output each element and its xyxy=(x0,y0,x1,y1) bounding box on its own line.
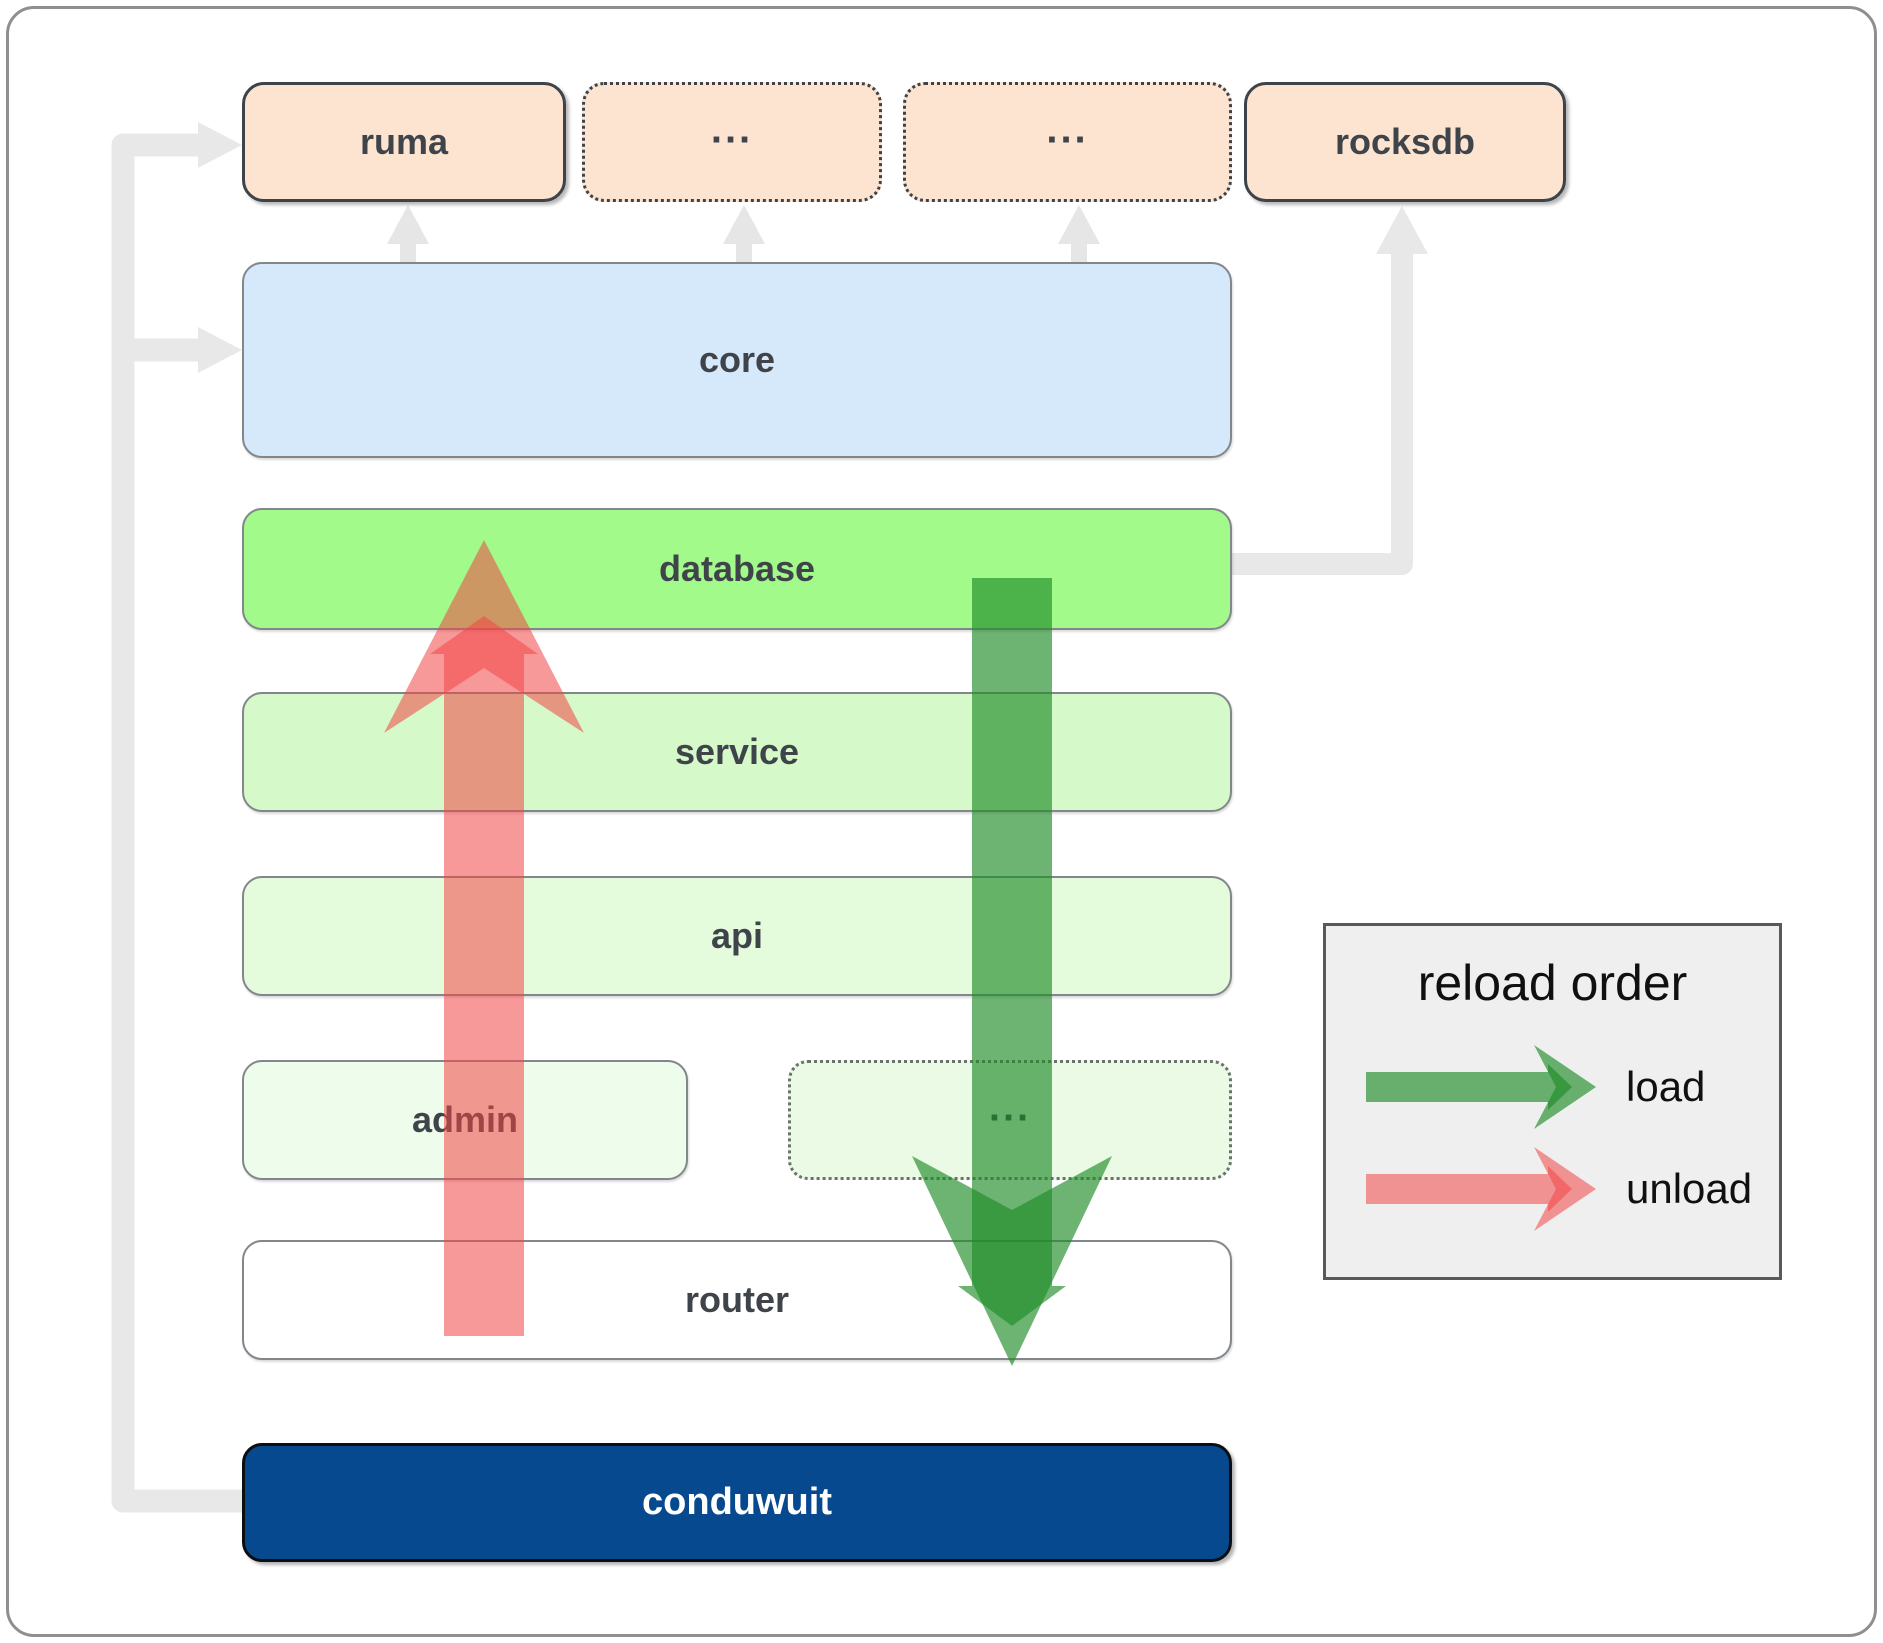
node-rocksdb-label: rocksdb xyxy=(1334,121,1476,162)
unload-arrow-icon xyxy=(1366,1147,1596,1231)
node-ext3: ... xyxy=(788,1060,1232,1180)
load-arrow-icon xyxy=(1366,1045,1596,1129)
node-router: router xyxy=(242,1240,1232,1360)
node-api: api xyxy=(242,876,1232,996)
node-api-label: api xyxy=(710,915,763,956)
core-to-ruma-arrowhead-icon xyxy=(387,205,429,244)
node-ext1: ... xyxy=(582,82,882,202)
legend-unload-label: unload xyxy=(1626,1165,1753,1212)
node-rocksdb: rocksdb xyxy=(1244,82,1566,202)
node-router-label: router xyxy=(684,1279,789,1320)
node-admin-label: admin xyxy=(411,1099,518,1140)
arrowhead-into-ruma-icon xyxy=(198,122,242,168)
node-database: database xyxy=(242,508,1232,630)
node-admin: admin xyxy=(242,1060,688,1180)
legend-title: reload order xyxy=(1417,955,1688,1011)
core-to-ext2-shaft xyxy=(1071,240,1087,264)
legend: reload order load unload xyxy=(1323,923,1782,1280)
core-to-ext1-shaft xyxy=(736,240,752,264)
node-database-label: database xyxy=(658,548,816,589)
node-conduwuit: conduwuit xyxy=(242,1443,1232,1562)
node-ruma-label: ruma xyxy=(359,121,449,162)
node-service: service xyxy=(242,692,1232,812)
node-ruma: ruma xyxy=(242,82,566,202)
node-ext1-label: ... xyxy=(710,106,754,151)
core-to-ext1-arrowhead-icon xyxy=(723,205,765,244)
left-connector xyxy=(111,133,242,1513)
core-to-ext2-arrowhead-icon xyxy=(1058,205,1100,244)
node-ext3-label: ... xyxy=(988,1084,1032,1129)
node-conduwuit-label: conduwuit xyxy=(642,1481,832,1523)
arrowhead-into-rocksdb-icon xyxy=(1376,206,1428,254)
left-connector-path xyxy=(111,133,242,1513)
node-ext2: ... xyxy=(903,82,1232,202)
legend-load-label: load xyxy=(1626,1063,1706,1110)
node-core: core xyxy=(242,262,1232,458)
canvas-border xyxy=(6,6,1877,1637)
legend-item-load: load xyxy=(1326,1041,1779,1133)
core-to-ruma-shaft xyxy=(400,240,416,264)
arrowhead-into-core-icon xyxy=(198,327,242,373)
node-ext2-label: ... xyxy=(1046,106,1089,151)
node-core-label: core xyxy=(698,339,776,380)
node-service-label: service xyxy=(674,731,800,772)
legend-item-unload: unload xyxy=(1326,1143,1779,1235)
database-to-rocksdb-connector xyxy=(1232,250,1413,575)
core-to-deps-arrows xyxy=(387,205,1100,264)
